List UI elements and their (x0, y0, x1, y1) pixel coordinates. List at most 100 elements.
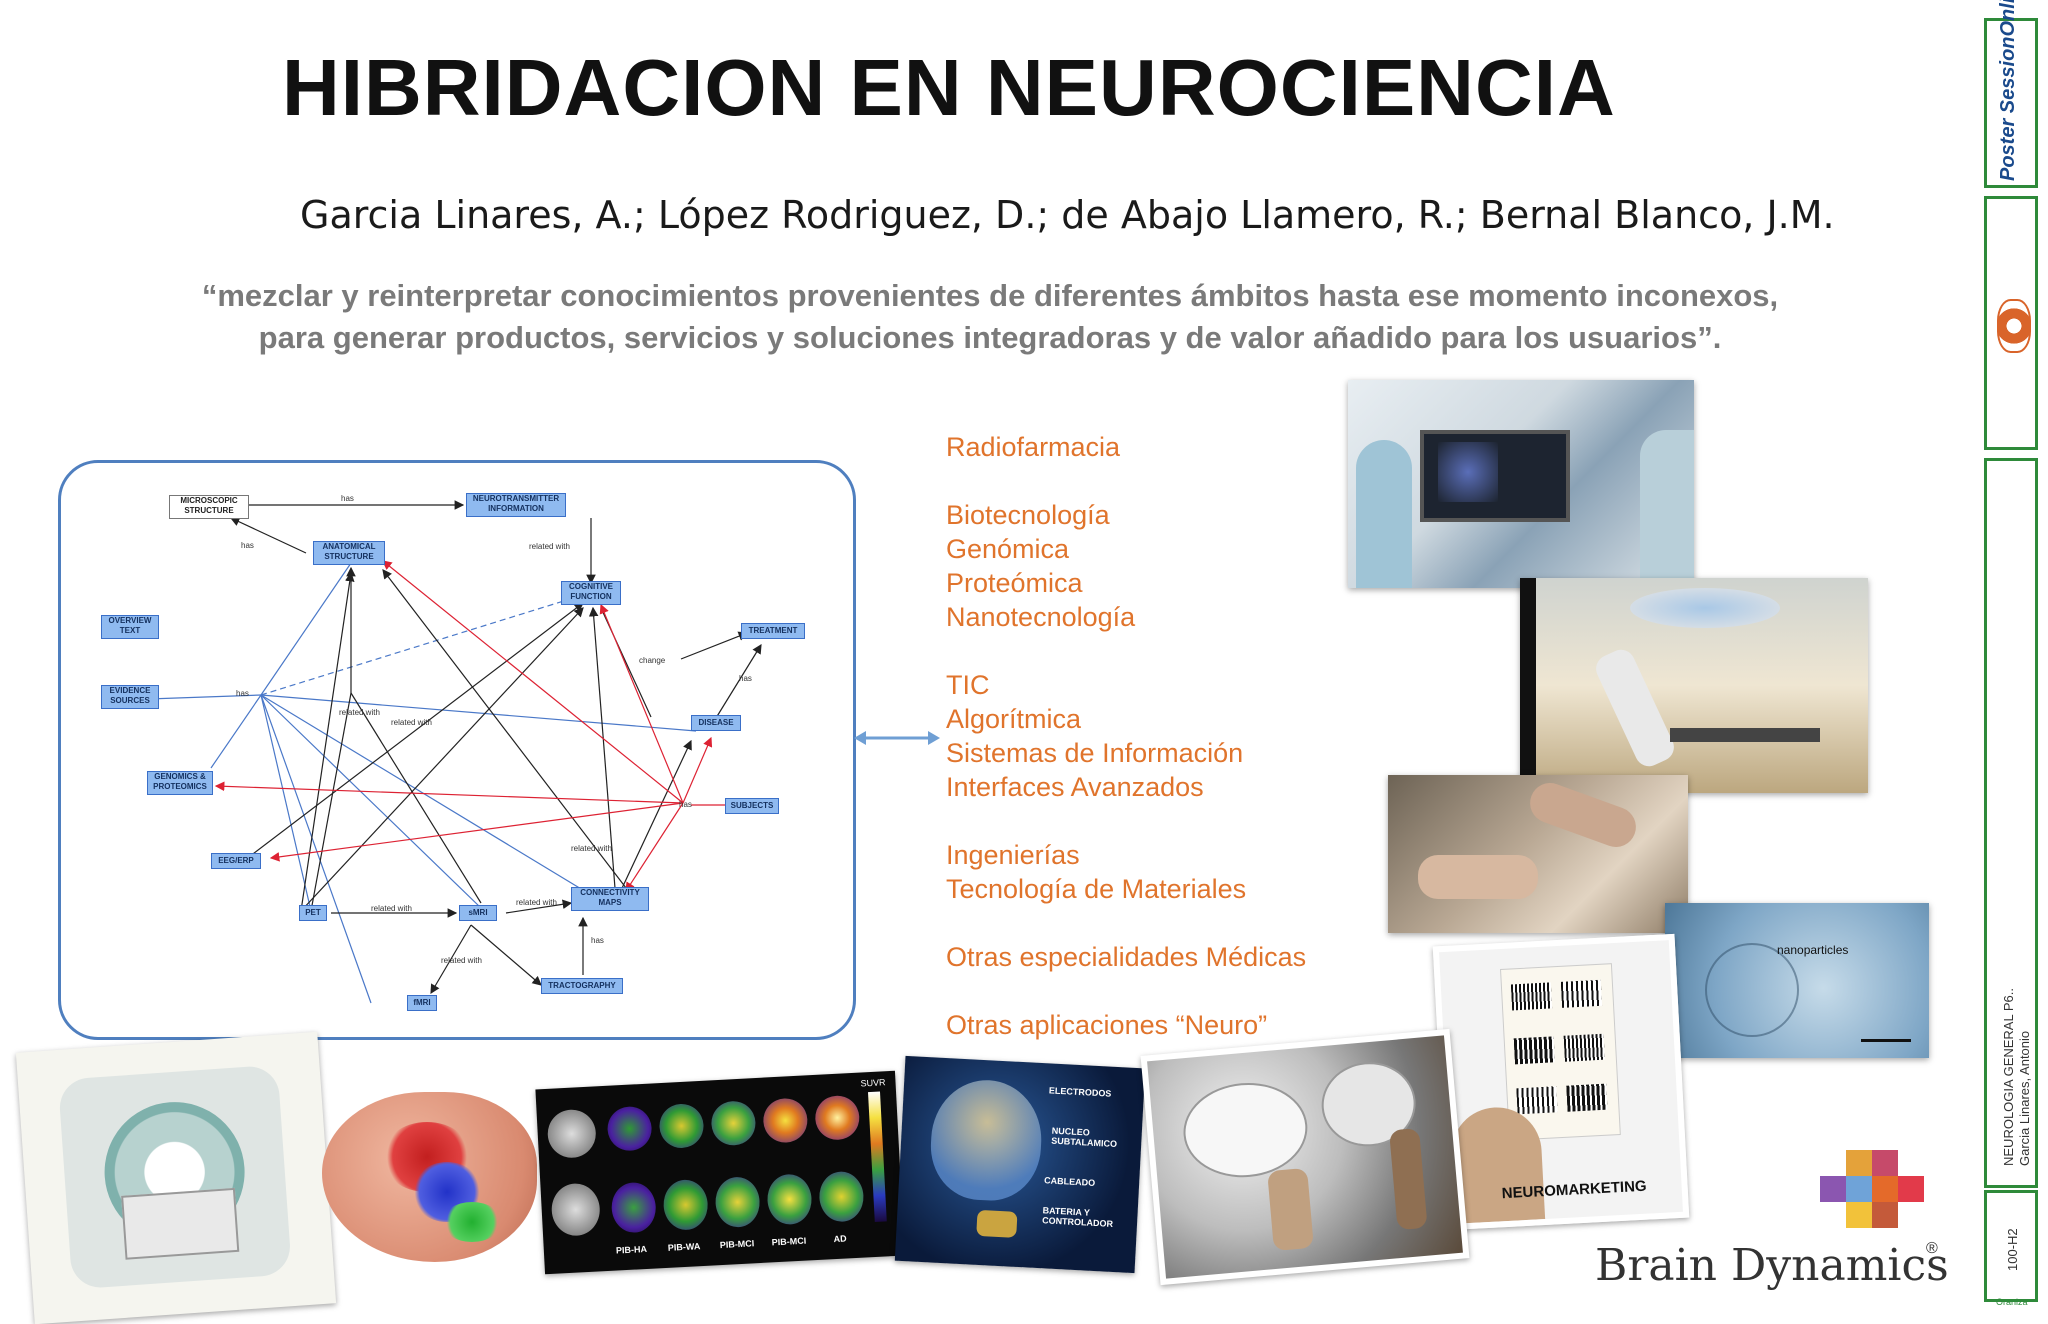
node-overview-text: OVERVIEW TEXT (101, 615, 159, 639)
poster-author: Garcia Linares, Antonio (2017, 1030, 2032, 1166)
node-disease: DISEASE (691, 715, 741, 731)
society-logo-icon (1997, 299, 2031, 353)
field-item: Algorítmica (946, 704, 1082, 734)
registered-mark: ® (1926, 1240, 1938, 1257)
brain-dynamics-logo-icon (1820, 1150, 1924, 1234)
neuromarketing-photo: NEUROMARKETING (1432, 933, 1690, 1231)
edge-line (615, 739, 692, 902)
field-item: Radiofarmacia (946, 432, 1121, 462)
edge-line (715, 643, 762, 719)
edge-line (588, 606, 617, 902)
field-item: Genómica (946, 534, 1070, 564)
edge-line (599, 603, 684, 804)
node-tractography: TRACTOGRAPHY (541, 978, 623, 994)
prosthetic-arm-photo (1388, 775, 1688, 933)
node-neurotransmitter: NEUROTRANSMITTER INFORMATION (466, 493, 566, 517)
robotic-room-photo (1520, 578, 1868, 793)
edge-line (269, 802, 684, 862)
poster-session-logo: Poster SessionOnline (1984, 0, 2038, 188)
brand-name: Brain Dynamics (1595, 1240, 1949, 1291)
dbs-head-diagram: ELECTRODOS NUCLEO SUBTALAMICO CABLEADO B… (894, 1055, 1146, 1274)
node-connectivity-maps: CONNECTIVITY MAPS (571, 887, 649, 911)
edge-line (350, 692, 482, 904)
double-arrow-icon (854, 731, 940, 745)
node-microscopic-structure: MICROSCOPIC STRUCTURE (169, 495, 249, 519)
mri-scanner-photo (15, 1031, 337, 1324)
edge-line (260, 594, 584, 696)
node-evidence-sources: EVIDENCE SOURCES (101, 685, 159, 709)
edge-line (240, 602, 584, 864)
surgery-room-photo (1348, 380, 1694, 588)
edge-label: has (236, 689, 249, 698)
node-subjects: SUBJECTS (725, 798, 779, 814)
field-item: Tecnología de Materiales (946, 874, 1247, 904)
poster-category: NEUROLOGIA GENERAL P6.. (2001, 988, 2016, 1166)
pet-label: AD (833, 1233, 847, 1245)
edge-line (300, 571, 355, 912)
nanoparticles-label: nanoparticles (1777, 943, 1849, 957)
pet-label: PIB-MCI (771, 1235, 807, 1248)
node-anatomical-structure: ANATOMICAL STRUCTURE (313, 541, 385, 565)
field-item: Ingenierías (946, 840, 1080, 870)
pet-label: PIB-WA (667, 1241, 701, 1253)
edge-label: related with (339, 708, 380, 717)
quote-line-1: “mezclar y reinterpretar conocimientos p… (201, 278, 1779, 313)
edge-label: related with (571, 844, 612, 853)
fields-list: Radiofarmacia Biotecnología Genómica Pro… (946, 430, 1306, 1042)
poster-info-box: NEUROLOGIA GENERAL P6.. Garcia Linares, … (1984, 458, 2038, 1188)
head-label: NUCLEO SUBTALAMICO (1051, 1125, 1118, 1150)
edge-label: related with (516, 898, 557, 907)
edge-line (625, 802, 684, 893)
edge-line (430, 924, 472, 995)
edge-label: has (739, 674, 752, 683)
edge-line (210, 694, 262, 769)
edge-label: has (341, 494, 354, 503)
edge-line (300, 607, 584, 912)
node-pet: PET (299, 905, 327, 921)
field-item: Otras especialidades Médicas (946, 942, 1307, 972)
field-item: TIC (946, 670, 990, 700)
edge-label: related with (441, 956, 482, 965)
head-label: CABLEADO (1043, 1175, 1096, 1188)
edge-line (260, 694, 602, 902)
edge-label: related with (529, 542, 570, 551)
head-label: BATERIA Y CONTROLADOR (1041, 1205, 1114, 1229)
edge-line (682, 736, 713, 804)
edge-label: change (639, 656, 666, 665)
field-item: Proteómica (946, 568, 1083, 598)
edge-line (260, 694, 312, 912)
brain-tractography-image (322, 1092, 537, 1272)
pet-scale-label: SUVR (860, 1077, 886, 1089)
nanoparticles-photo: nanoparticles (1665, 903, 1929, 1058)
colorbar (867, 1091, 887, 1222)
node-genomics-proteomics: GENOMICS & PROTEOMICS (147, 771, 213, 795)
edge-line (382, 560, 684, 804)
edge-line (229, 517, 307, 554)
field-item: Otras aplicaciones “Neuro” (946, 1010, 1268, 1040)
edge-label: related with (371, 904, 412, 913)
node-cognitive-function: COGNITIVE FUNCTION (561, 581, 621, 605)
edge-line (382, 569, 637, 902)
brain-projection-photo (1140, 1028, 1470, 1286)
edge-line (260, 694, 372, 1004)
edge-label: has (241, 541, 254, 550)
page-title: HIBRIDACION EN NEUROCIENCIA (282, 43, 1616, 132)
edge-line (214, 781, 684, 804)
ontology-diagram: has has related with has related with re… (58, 460, 856, 1040)
node-eeg-erp: EEG/ERP (211, 853, 261, 869)
society-logo-box (1984, 196, 2038, 450)
field-item: Interfaces Avanzados (946, 772, 1204, 802)
edge-line (310, 692, 352, 912)
quote-line-2: para generar productos, servicios y solu… (258, 320, 1722, 355)
node-smri: sMRI (459, 905, 497, 921)
edge-label: has (679, 800, 692, 809)
pet-label: PIB-HA (615, 1243, 648, 1256)
edge-line (260, 694, 697, 732)
pet-scan-panel: SUVR PIB-HA PIB-WA PIB-MCI PIB-MCI AD (535, 1070, 905, 1275)
field-item: Sistemas de Información (946, 738, 1244, 768)
node-fmri: fMRI (407, 995, 437, 1011)
ontology-graph: has has related with has related with re… (119, 494, 762, 1004)
edge-label: has (591, 936, 604, 945)
head-label: ELECTRODOS (1048, 1085, 1112, 1099)
edge-line (505, 899, 573, 914)
